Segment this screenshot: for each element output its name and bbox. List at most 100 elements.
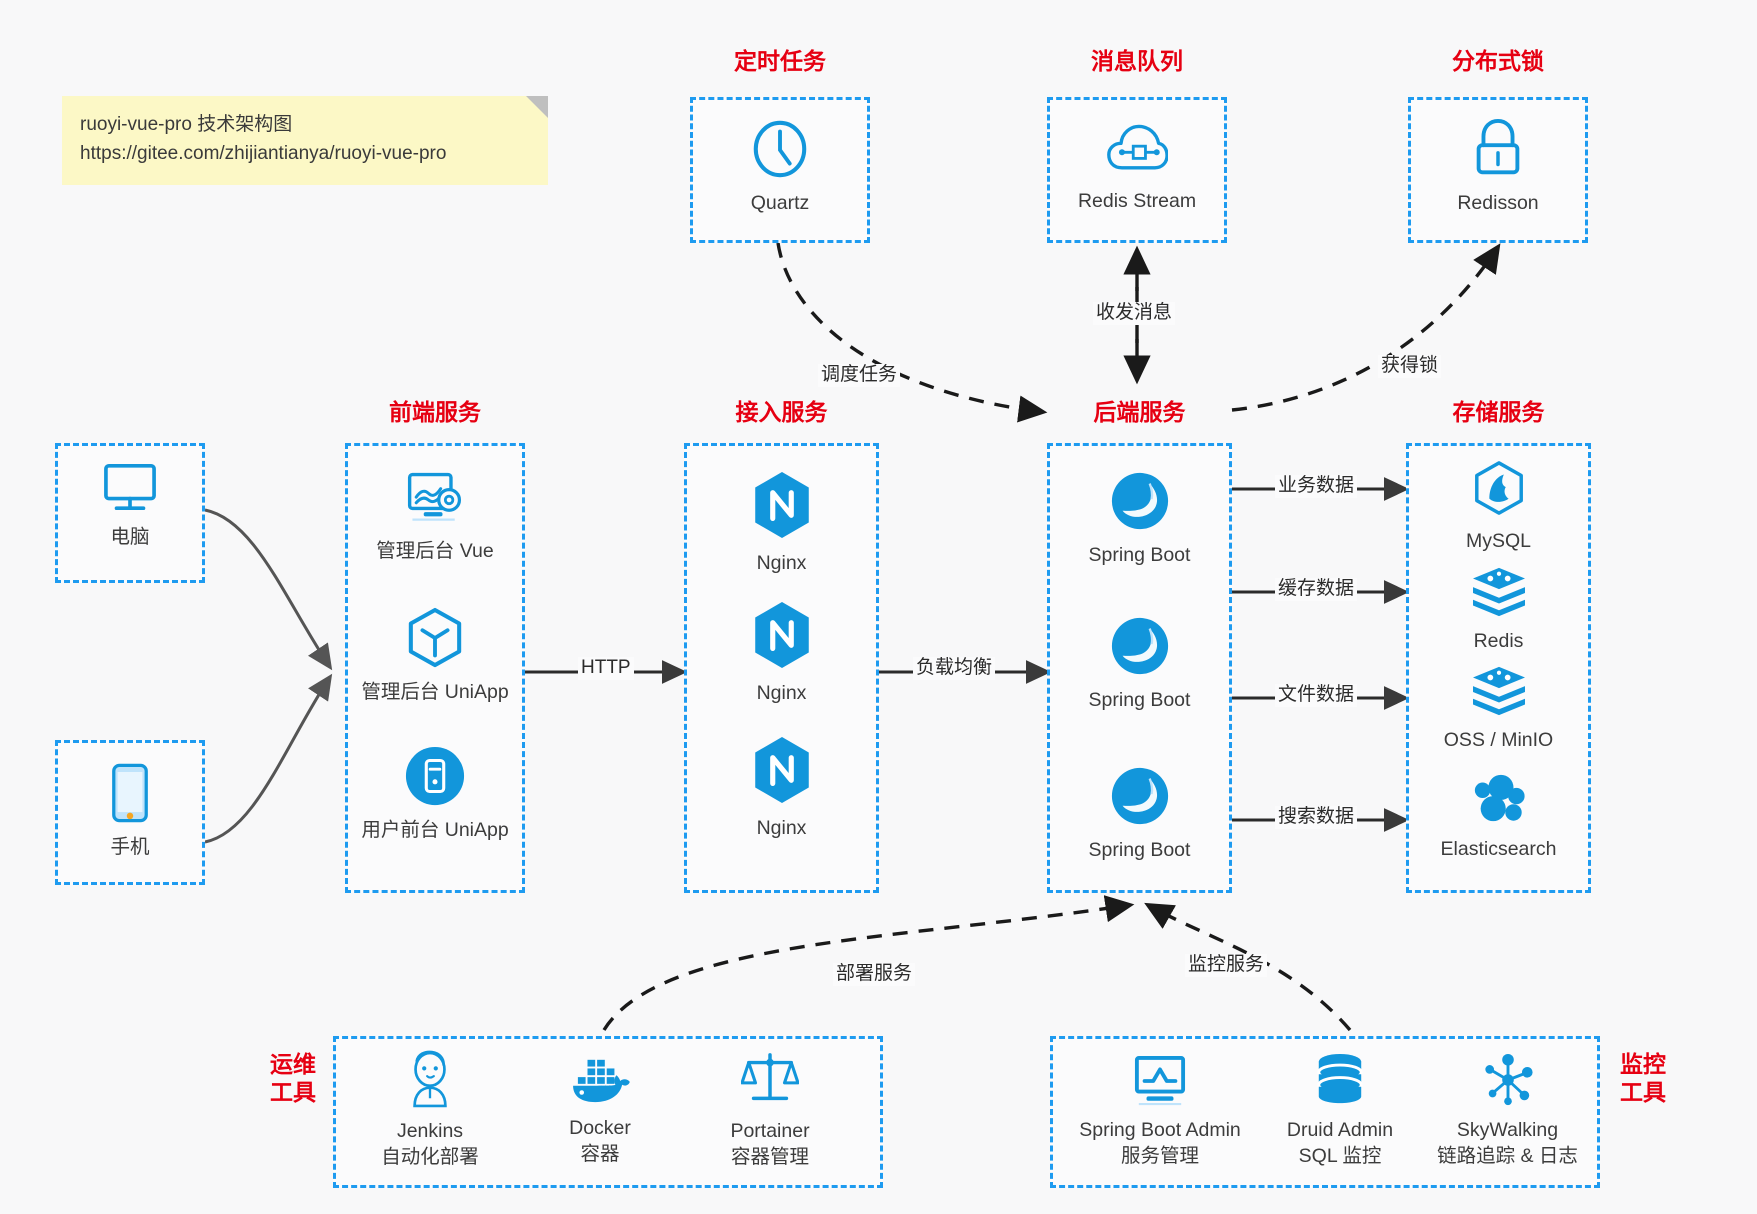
node-oss-minio[interactable]: OSS / MinIO bbox=[1406, 665, 1591, 753]
node-nginx-1[interactable]: Nginx bbox=[684, 470, 879, 576]
node-skywalking[interactable]: SkyWalking 链路追踪 & 日志 bbox=[1415, 1053, 1600, 1170]
node-label: Spring Boot Admin bbox=[1079, 1119, 1241, 1141]
node-redis-stream[interactable]: Redis Stream bbox=[1047, 120, 1227, 214]
node-portainer[interactable]: Portainer 容器管理 bbox=[690, 1050, 850, 1171]
scales-icon bbox=[740, 1050, 800, 1113]
nginx-icon bbox=[751, 735, 813, 810]
jenkins-icon bbox=[404, 1050, 456, 1113]
node-label: Redis Stream bbox=[1077, 190, 1197, 212]
node-label: 管理后台 Vue bbox=[376, 540, 494, 562]
cube-icon bbox=[406, 607, 464, 674]
group-title-gateway: 接入服务 bbox=[735, 399, 828, 425]
node-nginx-2[interactable]: Nginx bbox=[684, 600, 879, 706]
spring-icon bbox=[1109, 615, 1171, 682]
node-sublabel: 链路追踪 & 日志 bbox=[1437, 1145, 1578, 1168]
nginx-icon bbox=[751, 470, 813, 545]
app-circle-icon bbox=[404, 745, 466, 812]
node-label: Nginx bbox=[756, 682, 807, 704]
edge-label-load-balance: 负载均衡 bbox=[913, 657, 996, 680]
edge-label-monitor-service: 监控服务 bbox=[1185, 954, 1268, 977]
spring-icon bbox=[1109, 470, 1171, 537]
redis-icon bbox=[1470, 566, 1528, 623]
node-nginx-3[interactable]: Nginx bbox=[684, 735, 879, 841]
node-label: Nginx bbox=[756, 552, 807, 574]
spring-icon bbox=[1109, 765, 1171, 832]
node-jenkins[interactable]: Jenkins 自动化部署 bbox=[350, 1050, 510, 1171]
group-title-storage: 存储服务 bbox=[1452, 399, 1545, 425]
node-label: 手机 bbox=[110, 836, 150, 858]
node-user-uniapp[interactable]: 用户前台 UniApp bbox=[345, 745, 525, 843]
group-title-backend: 后端服务 bbox=[1093, 399, 1186, 425]
node-label: OSS / MinIO bbox=[1443, 729, 1554, 751]
mysql-icon bbox=[1471, 460, 1527, 523]
lock-icon bbox=[1468, 118, 1528, 185]
edge-label-deploy-service: 部署服务 bbox=[833, 963, 916, 986]
node-label: 用户前台 UniApp bbox=[361, 819, 509, 841]
group-title-distributed-lock: 分布式锁 bbox=[1452, 48, 1544, 74]
node-label: Spring Boot bbox=[1088, 689, 1191, 711]
node-label: Redisson bbox=[1457, 192, 1539, 214]
edge-label-search-data: 搜索数据 bbox=[1275, 806, 1358, 829]
node-admin-uniapp[interactable]: 管理后台 UniApp bbox=[345, 607, 525, 705]
node-label: Druid Admin bbox=[1286, 1119, 1394, 1141]
group-message-queue bbox=[1047, 97, 1227, 243]
node-label: Spring Boot bbox=[1088, 544, 1191, 566]
node-sublabel: 容器管理 bbox=[730, 1146, 809, 1169]
node-spring-boot-2[interactable]: Spring Boot bbox=[1047, 615, 1232, 713]
node-spring-boot-admin[interactable]: Spring Boot Admin 服务管理 bbox=[1060, 1055, 1260, 1170]
elasticsearch-icon bbox=[1470, 770, 1528, 831]
note-callout: ruoyi-vue-pro 技术架构图 https://gitee.com/zh… bbox=[62, 96, 548, 185]
group-title-devops: 运维 工具 bbox=[258, 1050, 328, 1106]
node-sublabel: SQL 监控 bbox=[1298, 1145, 1382, 1168]
node-docker[interactable]: Docker 容器 bbox=[520, 1055, 680, 1168]
desktop-icon bbox=[101, 462, 159, 519]
node-elasticsearch[interactable]: Elasticsearch bbox=[1406, 770, 1591, 862]
node-spring-boot-1[interactable]: Spring Boot bbox=[1047, 470, 1232, 568]
node-sublabel: 服务管理 bbox=[1120, 1145, 1199, 1168]
note-dogear-icon bbox=[526, 96, 548, 118]
edge-label-file-data: 文件数据 bbox=[1275, 684, 1358, 707]
node-label: SkyWalking bbox=[1456, 1119, 1559, 1141]
group-title-devops-line-1: 运维 bbox=[270, 1051, 316, 1077]
node-quartz[interactable]: Quartz bbox=[690, 118, 870, 216]
node-label: 电脑 bbox=[110, 526, 150, 548]
node-label: Elasticsearch bbox=[1440, 838, 1557, 860]
group-title-monitoring-line-2: 工具 bbox=[1620, 1079, 1666, 1106]
node-sublabel: 容器 bbox=[580, 1143, 620, 1166]
node-mysql[interactable]: MySQL bbox=[1406, 460, 1591, 554]
edge-label-schedule-task: 调度任务 bbox=[818, 364, 901, 387]
note-line-1: ruoyi-vue-pro 技术架构图 bbox=[80, 114, 293, 135]
node-desktop[interactable]: 电脑 bbox=[55, 462, 205, 550]
monitor-chart-icon bbox=[1132, 1055, 1188, 1112]
nginx-icon bbox=[751, 600, 813, 675]
group-title-monitoring: 监控 工具 bbox=[1608, 1050, 1678, 1106]
node-redis[interactable]: Redis bbox=[1406, 566, 1591, 654]
node-mobile[interactable]: 手机 bbox=[55, 762, 205, 860]
mobile-icon bbox=[109, 762, 151, 829]
node-label: MySQL bbox=[1465, 530, 1531, 552]
node-label: Jenkins bbox=[396, 1120, 464, 1142]
node-label: Docker bbox=[569, 1117, 631, 1139]
node-label: Spring Boot bbox=[1088, 839, 1191, 861]
node-admin-vue[interactable]: 管理后台 Vue bbox=[345, 470, 525, 564]
skywalking-icon bbox=[1480, 1053, 1536, 1112]
node-label: Nginx bbox=[756, 817, 807, 839]
node-label: Portainer bbox=[730, 1120, 810, 1142]
docker-icon bbox=[570, 1055, 630, 1110]
node-spring-boot-3[interactable]: Spring Boot bbox=[1047, 765, 1232, 863]
database-icon bbox=[1313, 1053, 1367, 1112]
node-label: 管理后台 UniApp bbox=[361, 681, 509, 703]
group-title-monitoring-line-1: 监控 bbox=[1620, 1051, 1666, 1077]
group-title-frontend: 前端服务 bbox=[389, 399, 481, 425]
node-druid-admin[interactable]: Druid Admin SQL 监控 bbox=[1255, 1053, 1425, 1170]
node-sublabel: 自动化部署 bbox=[381, 1146, 479, 1169]
node-label: Redis bbox=[1473, 630, 1524, 652]
node-redisson[interactable]: Redisson bbox=[1408, 118, 1588, 216]
node-label: Quartz bbox=[750, 192, 810, 214]
note-line-2: https://gitee.com/zhijiantianya/ruoyi-vu… bbox=[80, 143, 447, 165]
clock-icon bbox=[749, 118, 811, 185]
edge-label-http: HTTP bbox=[578, 657, 634, 680]
oss-icon bbox=[1470, 665, 1528, 722]
group-title-scheduled-task: 定时任务 bbox=[734, 48, 826, 74]
